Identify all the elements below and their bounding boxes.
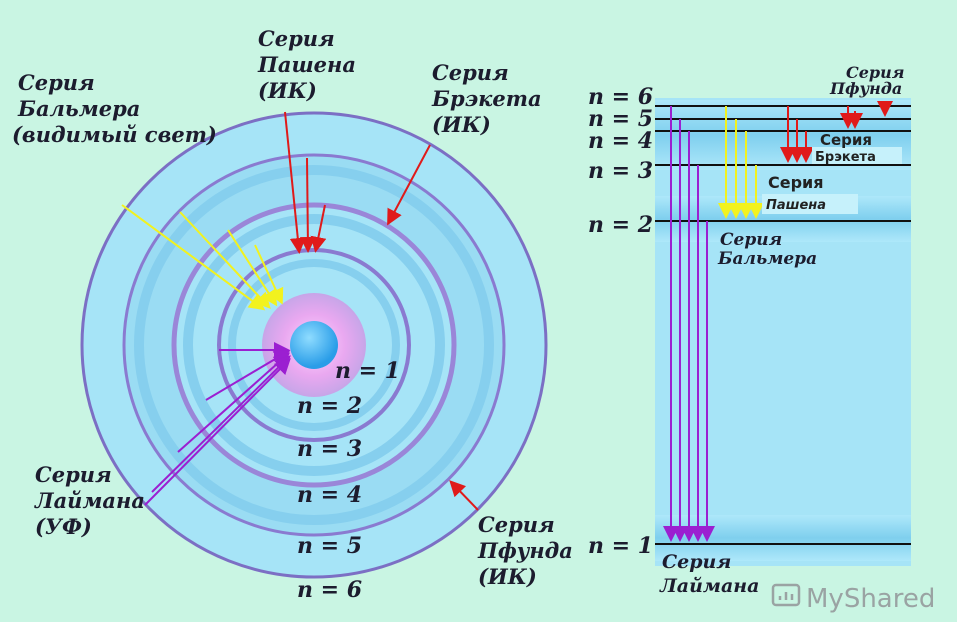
atom-paschen-label: Серия Пашена (ИК) <box>257 26 363 103</box>
atom-lyman-label: Серия Лаймана (УФ) <box>34 462 152 539</box>
energy-level-diagram: n = 6 n = 5 n = 4 n = 3 n = 2 n = 1 Сери… <box>588 63 911 597</box>
atom-level-labels: n = 1 n = 2 n = 3 n = 4 n = 5 n = 6 <box>297 358 400 603</box>
watermark-text: MyShared <box>806 584 935 614</box>
energy-brackett-arrows <box>840 106 863 129</box>
atom-lyman-arrows <box>144 342 291 506</box>
brackett-label-box <box>812 147 902 164</box>
energy-paschen-arrows <box>780 106 814 163</box>
atom-level-3: n = 3 <box>297 436 362 462</box>
energy-level-lines <box>655 105 911 545</box>
energy-level-1: n = 1 <box>588 533 653 559</box>
energy-level-2: n = 2 <box>588 212 653 238</box>
atom-level-4: n = 4 <box>297 482 362 508</box>
atom-level-6: n = 6 <box>297 577 362 603</box>
paschen-label-box <box>762 194 858 214</box>
atom-level-5: n = 5 <box>297 533 362 559</box>
atom-level-2: n = 2 <box>297 393 362 419</box>
energy-paschen-label: Серия Пашена <box>766 173 829 213</box>
bohr-atom <box>80 111 548 579</box>
energy-level-3: n = 3 <box>588 158 653 184</box>
atom-paschen-arrows <box>284 111 327 254</box>
orbit-3-band <box>228 259 400 431</box>
energy-level-5: n = 5 <box>588 106 653 132</box>
watermark: MyShared <box>771 583 935 614</box>
energy-level-6: n = 6 <box>588 84 653 110</box>
atom-pfund-label: Серия Пфунда (ИК) <box>477 512 580 589</box>
orbit-5-band <box>134 165 494 525</box>
energy-pfund-label: Серия Пфунда <box>829 63 910 98</box>
atom-brackett-arrows <box>387 144 431 226</box>
presentation-icon <box>771 583 801 607</box>
atom-pfund-arrows <box>449 480 479 511</box>
nucleus <box>290 321 338 369</box>
energy-level-4: n = 4 <box>588 128 653 154</box>
atom-level-1: n = 1 <box>335 358 400 384</box>
orbit-4-band <box>183 214 445 476</box>
energy-brackett-label: Серия Брэкета <box>815 131 877 165</box>
atom-balmer-label: Серия Бальмера (видимый свет) <box>12 70 217 147</box>
energy-level-labels: n = 6 n = 5 n = 4 n = 3 n = 2 n = 1 <box>588 84 653 559</box>
energy-lyman-label: Серия Лаймана <box>659 551 759 597</box>
atom-brackett-label: Серия Брэкета (ИК) <box>431 60 549 137</box>
energy-balmer-arrows <box>718 106 764 219</box>
energy-balmer-label: Серия Бальмера <box>717 230 817 269</box>
atom-balmer-arrows <box>121 204 284 311</box>
energy-lyman-arrows <box>663 106 715 542</box>
